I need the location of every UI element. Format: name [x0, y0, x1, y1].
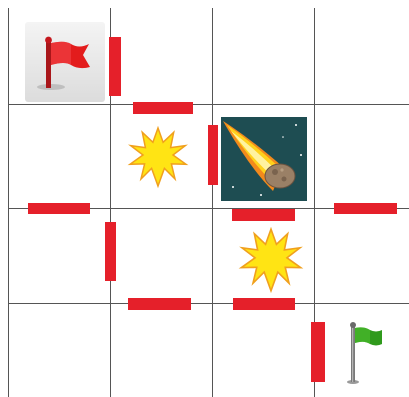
- wall-segment: [109, 37, 121, 96]
- green-flag-icon: [342, 320, 386, 386]
- grid-line: [212, 8, 213, 397]
- wall-segment: [28, 203, 90, 214]
- wall-segment: [208, 125, 218, 185]
- wall-segment: [233, 298, 295, 310]
- wall-segment: [334, 203, 397, 214]
- wall-segment: [311, 322, 325, 382]
- start-tile: [25, 22, 105, 102]
- grid-line: [8, 104, 409, 105]
- wall-segment: [232, 209, 295, 221]
- grid-line: [8, 8, 9, 397]
- wall-segment: [128, 298, 191, 310]
- wall-segment: [133, 102, 193, 114]
- explosion-icon: [126, 126, 190, 190]
- meteor-icon: [221, 117, 307, 201]
- explosion-icon: [237, 227, 305, 295]
- meteor-tile: [221, 117, 307, 201]
- grid-line: [8, 303, 409, 304]
- red-flag-icon: [25, 22, 105, 102]
- wall-segment: [105, 222, 116, 281]
